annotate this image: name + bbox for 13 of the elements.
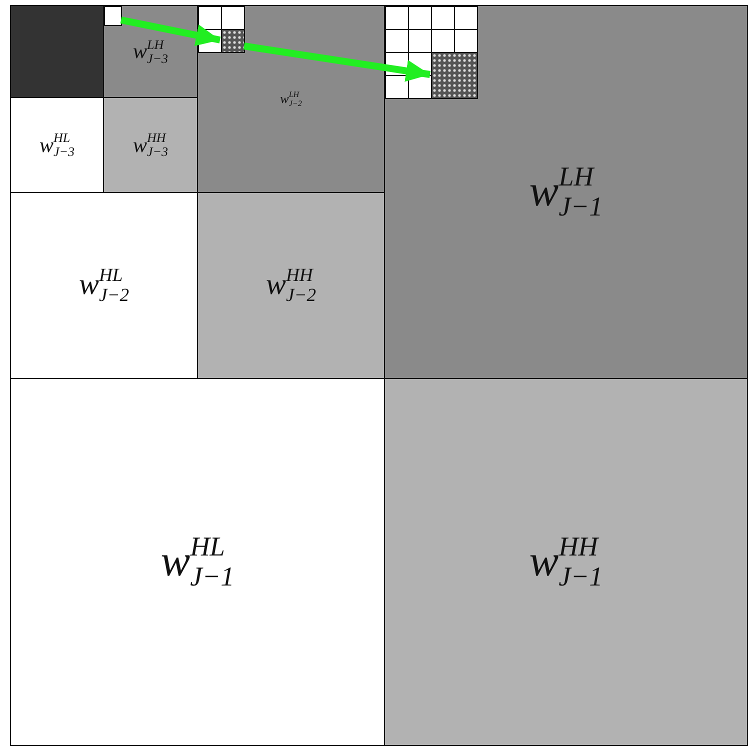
subband-box: [10, 378, 385, 746]
subband-box: [384, 5, 748, 379]
arrow: [120, 16, 221, 46]
arrow: [243, 42, 431, 82]
subband-box: [103, 97, 198, 193]
coefficient-cell: [221, 29, 245, 53]
subband-box: [103, 5, 198, 98]
subband-box: [197, 5, 385, 193]
subband-box: [384, 378, 748, 746]
subband-box: [197, 192, 385, 379]
coefficient-cell: [431, 52, 478, 99]
coefficient-cell: [10, 5, 104, 98]
coefficient-cell: [104, 6, 122, 26]
